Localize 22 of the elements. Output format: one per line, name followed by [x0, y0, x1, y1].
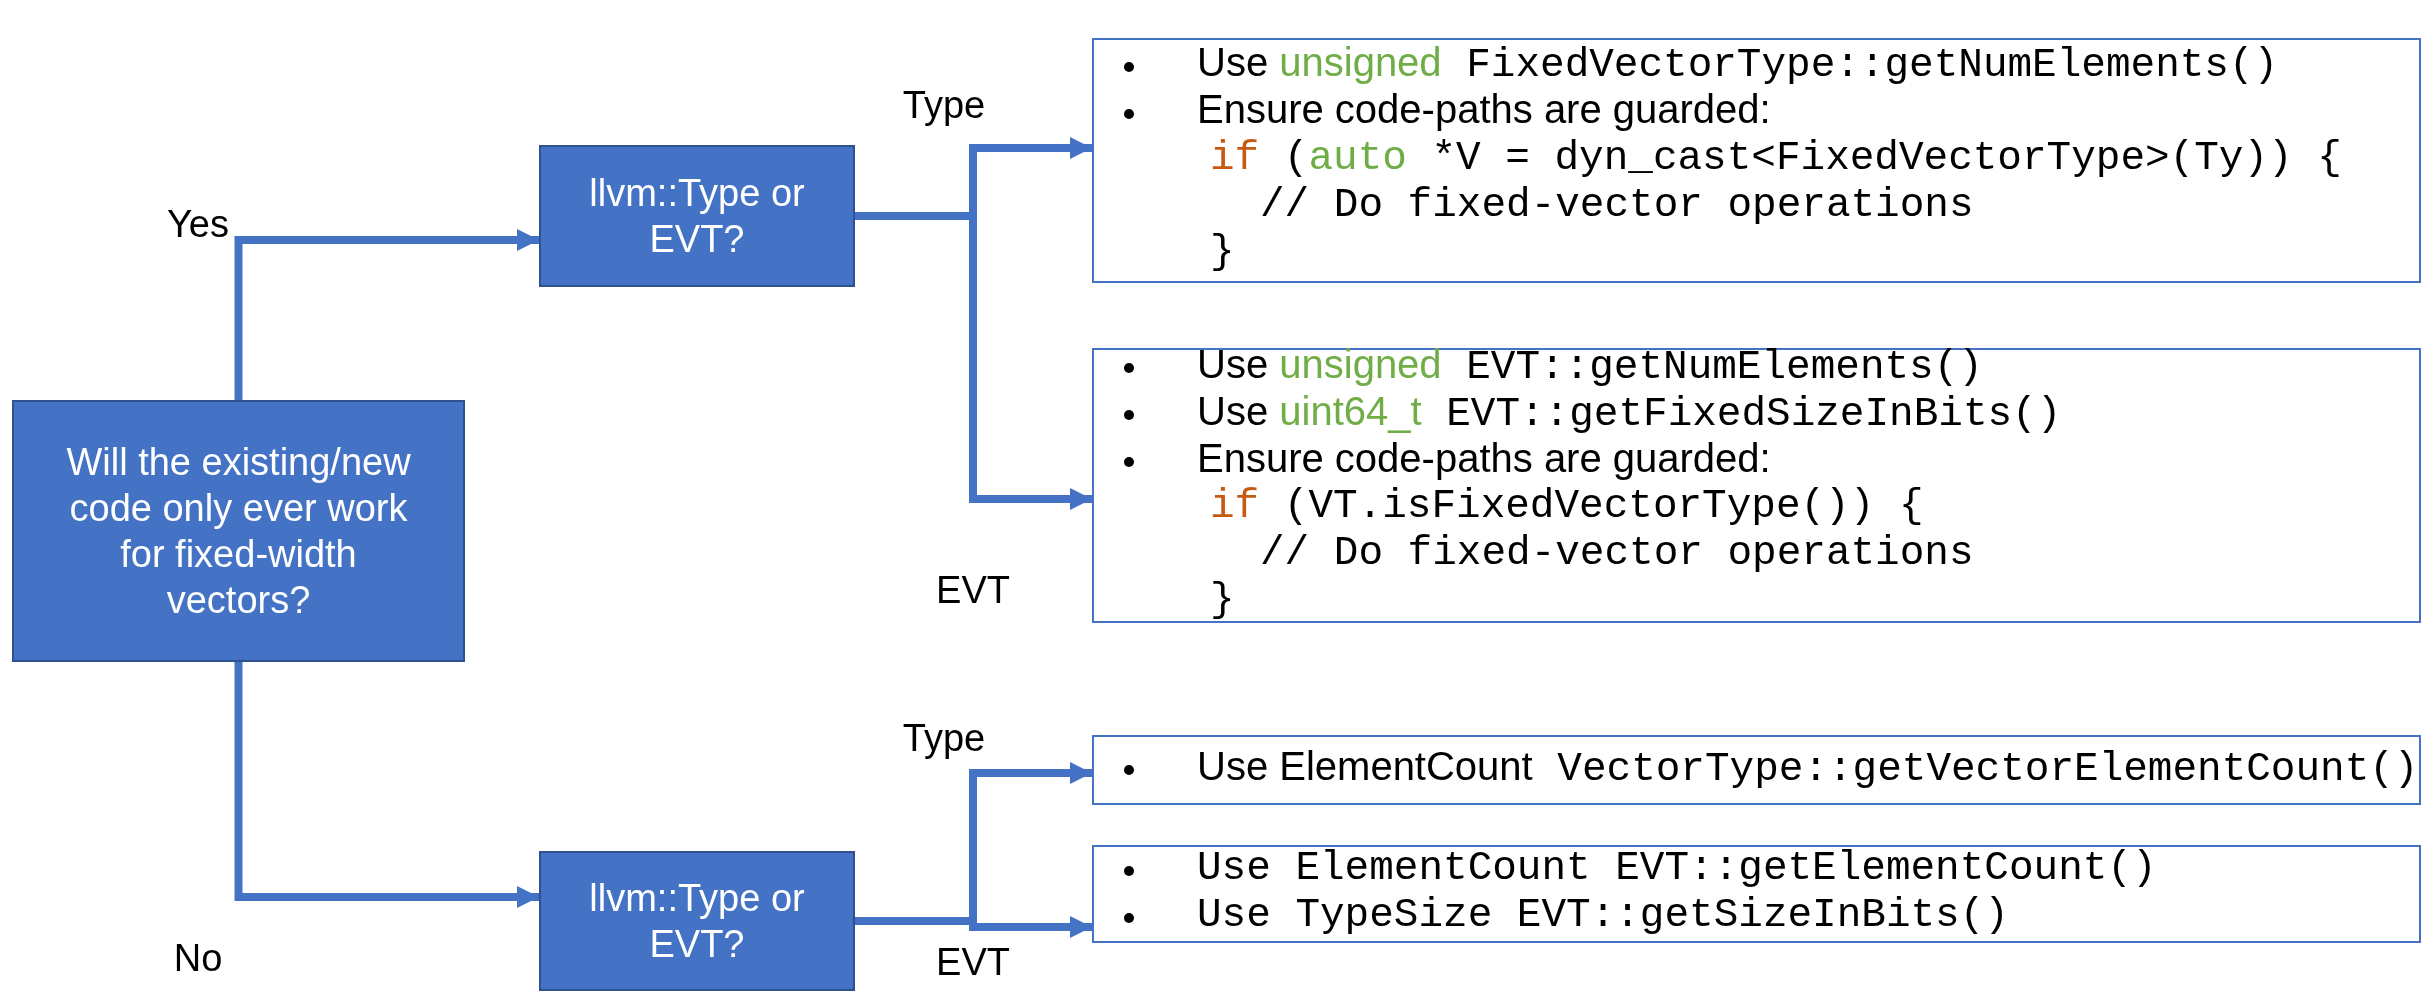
- bullet-text: Use ElementCount EVT::getElementCount(): [1197, 844, 2157, 893]
- note-box: [1092, 735, 2421, 805]
- question-text: Will the existing/new code only ever work for fixed-width vectors?: [65, 440, 412, 623]
- code-line: // Do fixed-vector operations: [1260, 530, 1974, 578]
- decision-box: [539, 145, 855, 287]
- decision-text: llvm::Type or EVT?: [588, 171, 806, 262]
- arrow: [234, 229, 539, 400]
- arrow: [234, 662, 539, 908]
- note-box: [1092, 38, 2421, 283]
- code-line: if (VT.isFixedVectorType()) {: [1210, 483, 1924, 531]
- code-line: // Do fixed-vector operations: [1260, 181, 1974, 230]
- code-line: }: [1210, 228, 1235, 277]
- bullet-text: Use TypeSize EVT::getSizeInBits(): [1197, 891, 2009, 940]
- code-line: if (auto *V = dyn_cast<FixedVectorType>(Ty)) {: [1210, 134, 2342, 183]
- decision-box: [539, 851, 855, 991]
- code-line: }: [1210, 577, 1235, 625]
- note-box: [1092, 845, 2421, 943]
- decision-text: llvm::Type or EVT?: [588, 876, 806, 967]
- question-box: [12, 400, 465, 662]
- arrow: [855, 916, 1092, 938]
- note-box: [1092, 348, 2421, 623]
- bullet-text: Use ElementCount VectorType::getVectorElementCount(): [1197, 742, 2419, 794]
